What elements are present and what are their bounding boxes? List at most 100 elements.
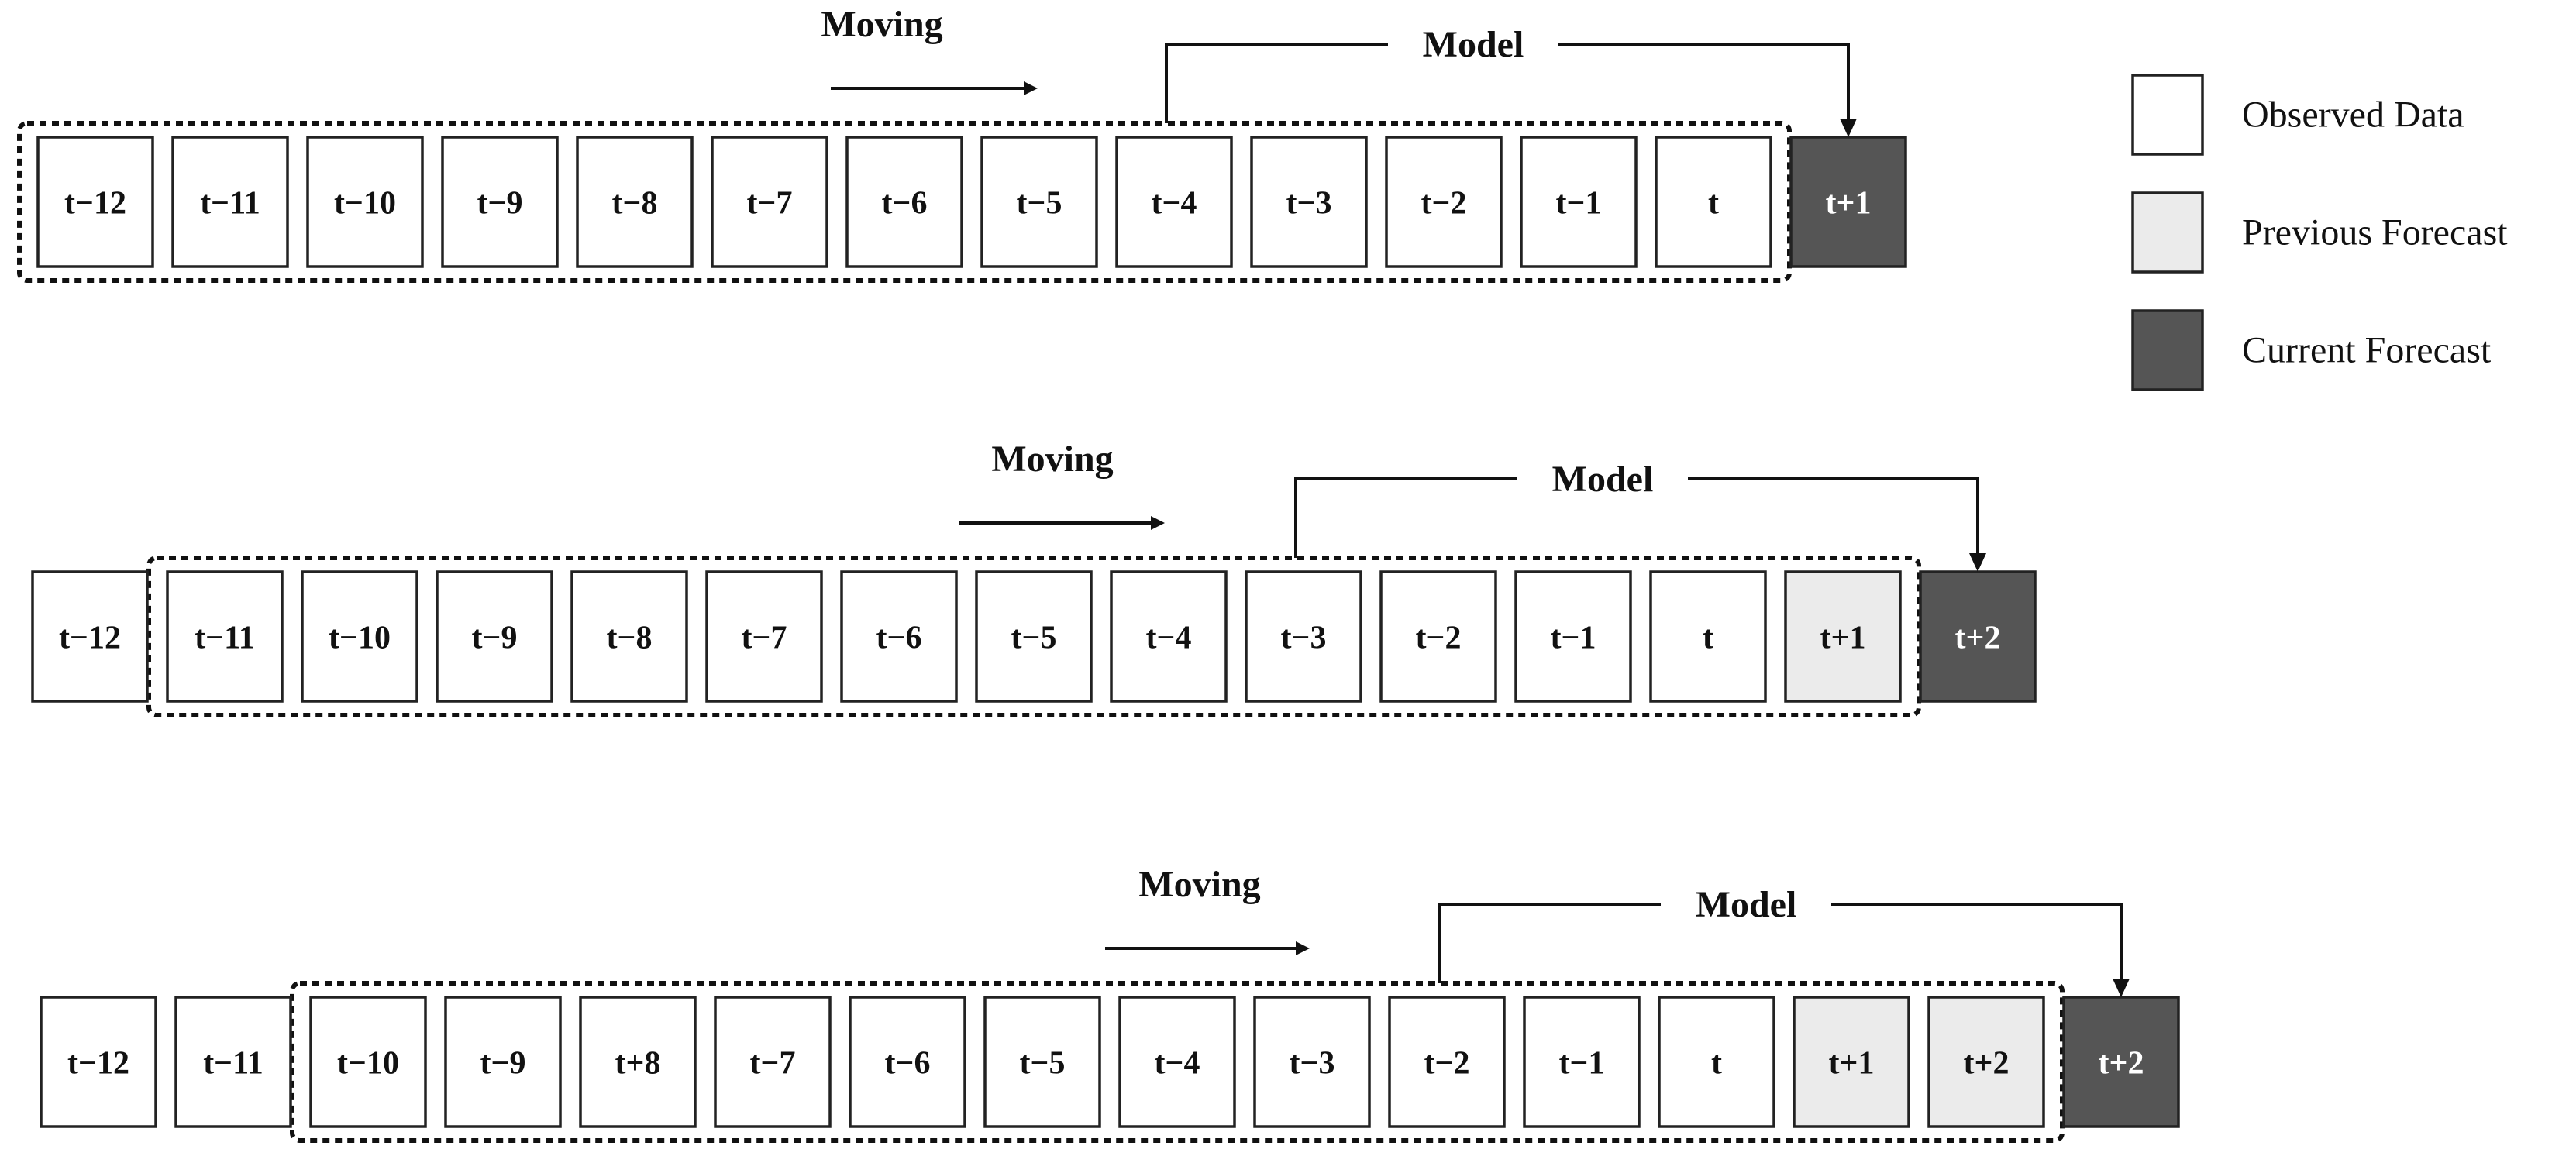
sliding-window-frame (17, 121, 1792, 283)
time-step-label: t (1711, 1046, 1722, 1082)
time-step-box (301, 570, 418, 703)
time-step-label: t+2 (1955, 621, 2001, 656)
time-step-cell: t−4 (1118, 996, 1236, 1128)
time-step-cell: t−8 (570, 570, 688, 703)
time-step-cell: t+2 (1919, 570, 2037, 703)
time-step-box (1919, 570, 2037, 703)
time-step-label: t−4 (1152, 186, 1197, 222)
time-step-cell: t+1 (1784, 570, 1902, 703)
time-step-label: t−2 (1416, 621, 1462, 656)
legend-swatch (2131, 191, 2204, 274)
moving-label: Moving (821, 4, 942, 45)
time-step-box (1379, 570, 1497, 703)
time-step-label: t−7 (747, 186, 793, 222)
time-step-label: t−10 (334, 186, 396, 222)
time-step-label: t−3 (1281, 621, 1327, 656)
time-step-label: t−1 (1556, 186, 1602, 222)
time-step-box (174, 996, 292, 1128)
sliding-window-frame (290, 981, 2065, 1143)
time-step-box (1655, 136, 1772, 268)
time-step-label: t+1 (1820, 621, 1866, 656)
time-step-label: t−2 (1421, 186, 1467, 222)
forecast-rows: t−12 t−11 t−10 t−9 t−8 t−7 t−6 t−5 t−4 t−3 t−2 t−1 t… (17, 4, 2180, 1143)
model-connector-right (1558, 43, 1850, 123)
time-step-cell: t−3 (1250, 136, 1368, 268)
time-step-label: t−8 (607, 621, 653, 656)
time-step-box (1649, 570, 1767, 703)
legend-item-observed: Observed Data (2131, 74, 2464, 156)
time-step-label: t−1 (1559, 1046, 1605, 1082)
time-step-cell: t−5 (980, 136, 1098, 268)
moving-arrow-head (1296, 941, 1310, 955)
time-step-cell: t−6 (845, 136, 963, 268)
time-step-cell: t−8 (576, 136, 694, 268)
time-step-box (576, 136, 694, 268)
model-connector-left (1165, 43, 1388, 123)
time-step-box (845, 136, 963, 268)
time-step-cell: t−2 (1379, 570, 1497, 703)
time-step-box (444, 996, 562, 1128)
time-step-cell: t−3 (1245, 570, 1362, 703)
time-step-box (309, 996, 427, 1128)
time-step-box (166, 570, 284, 703)
time-step-cell: t (1649, 570, 1767, 703)
time-step-cell: t−12 (40, 996, 157, 1128)
time-step-label: t−7 (742, 621, 787, 656)
time-step-cell: t−6 (849, 996, 966, 1128)
moving-label: Moving (991, 439, 1113, 480)
legend-swatch (2131, 309, 2204, 391)
time-step-box (1388, 996, 1506, 1128)
time-step-box (1245, 570, 1362, 703)
time-step-label: t−11 (203, 1046, 263, 1082)
time-step-box (1520, 136, 1638, 268)
time-step-box (840, 570, 958, 703)
model-connector-left (1294, 477, 1517, 558)
time-step-box (705, 570, 823, 703)
time-step-label: t−9 (472, 621, 518, 656)
time-step-label: t−3 (1290, 1046, 1335, 1082)
time-step-box (1118, 996, 1236, 1128)
time-step-box (441, 136, 559, 268)
time-step-label: t−12 (67, 1046, 129, 1082)
time-step-label: t−10 (329, 621, 391, 656)
time-step-label: t−8 (612, 186, 658, 222)
time-step-label: t+1 (1829, 1046, 1875, 1082)
time-step-cell: t−11 (171, 136, 289, 268)
time-step-box (1927, 996, 2045, 1128)
time-step-cell: t+2 (2062, 996, 2180, 1128)
time-step-box (983, 996, 1101, 1128)
time-step-cell: t−11 (174, 996, 292, 1128)
time-step-label: t−5 (1017, 186, 1062, 222)
model-label: Model (1423, 24, 1524, 65)
time-step-label: t−4 (1146, 621, 1192, 656)
time-step-label: t+2 (2099, 1046, 2144, 1082)
time-step-cell: t−3 (1253, 996, 1371, 1128)
time-step-box (171, 136, 289, 268)
model-connector-left (1438, 903, 1661, 983)
time-step-box (1110, 570, 1228, 703)
time-step-label: t−6 (885, 1046, 931, 1082)
time-step-label: t−7 (750, 1046, 796, 1082)
time-step-label: t (1703, 621, 1713, 656)
time-step-label: t−9 (477, 186, 523, 222)
time-step-label: t−4 (1155, 1046, 1200, 1082)
time-step-cell: t+1 (1793, 996, 1910, 1128)
moving-arrow-head (1024, 81, 1038, 95)
time-step-label: t−12 (64, 186, 126, 222)
moving-label: Moving (1138, 864, 1260, 905)
time-step-label: t−6 (882, 186, 928, 222)
time-step-cell: t−5 (983, 996, 1101, 1128)
time-step-box (306, 136, 424, 268)
time-step-label: t+8 (615, 1046, 661, 1082)
time-step-box (1784, 570, 1902, 703)
time-step-cell: t−9 (441, 136, 559, 268)
time-step-cell: t−9 (444, 996, 562, 1128)
moving-arrow-head (1151, 516, 1165, 530)
time-step-label: t−9 (480, 1046, 526, 1082)
time-step-cell: t−9 (436, 570, 553, 703)
model-label: Model (1696, 884, 1797, 925)
time-step-label: t−12 (59, 621, 121, 656)
time-step-label: t−1 (1551, 621, 1596, 656)
